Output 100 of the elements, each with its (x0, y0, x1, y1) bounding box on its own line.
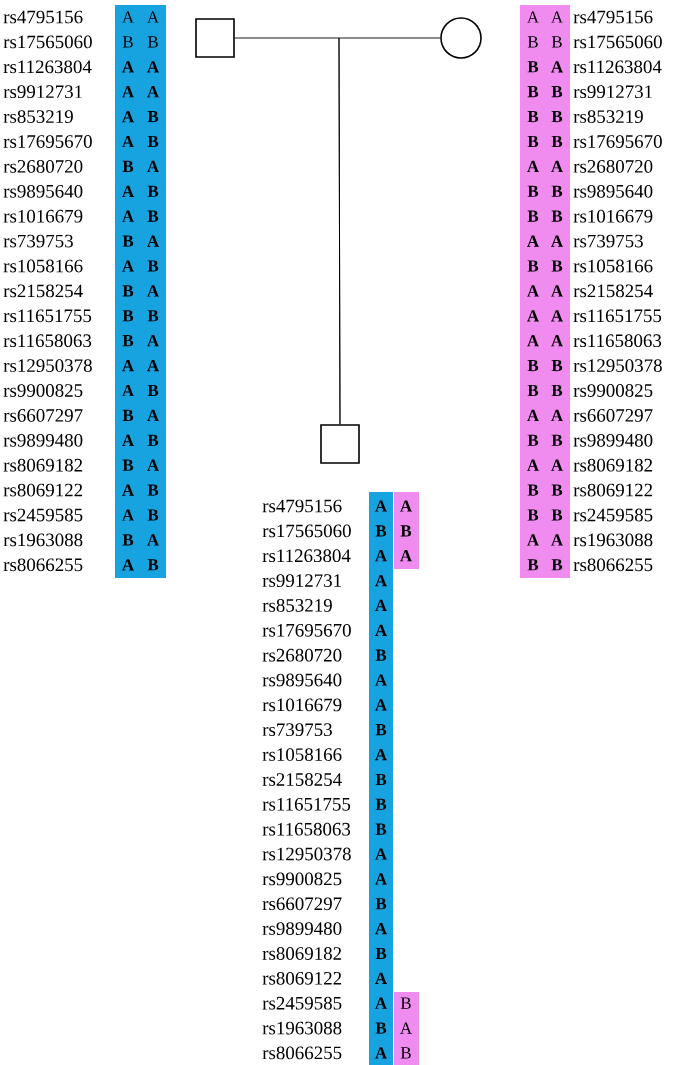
allele-letter: B (122, 534, 134, 546)
allele-letter: B (147, 135, 159, 148)
allele-letter: A (375, 500, 387, 512)
snp-id: rs1016679 (573, 209, 653, 223)
allele-letter: A (551, 534, 563, 546)
allele-letter: B (551, 260, 563, 272)
allele-letter: B (122, 160, 134, 172)
snp-id: rs17695670 (573, 135, 662, 148)
snp-id: rs1058166 (3, 259, 83, 273)
allele-letter: A (551, 310, 563, 322)
allele-letter: A (400, 550, 412, 562)
snp-id: rs9899480 (262, 922, 342, 935)
allele-letter: A (375, 699, 387, 711)
snp-id: rs17565060 (3, 35, 92, 49)
allele-letter: A (400, 1022, 412, 1034)
allele-letter: B (551, 210, 563, 222)
allele-letter: A (527, 285, 539, 297)
allele-letter: A (122, 11, 134, 23)
allele-letter: B (147, 559, 159, 571)
allele-letter: A (122, 484, 134, 496)
snp-id: rs12950378 (3, 359, 92, 372)
allele-letter: B (551, 111, 563, 123)
allele-letter: B (551, 86, 563, 98)
allele-letter: A (375, 674, 387, 686)
snp-id: rs11651755 (262, 797, 351, 811)
snp-id: rs9900825 (573, 384, 653, 397)
allele-letter: A (122, 434, 134, 446)
snp-id: rs2158254 (573, 284, 653, 298)
snp-id: rs8066255 (3, 558, 83, 572)
allele-letter: A (527, 335, 539, 347)
allele-letter: B (551, 484, 563, 496)
snp-id: rs1058166 (573, 259, 653, 273)
snp-id: rs9895640 (573, 184, 653, 198)
allele-letter: B (147, 384, 159, 397)
allele-letter: A (551, 285, 563, 297)
snp-id: rs9895640 (3, 184, 83, 198)
snp-id: rs2680720 (3, 160, 83, 173)
snp-id: rs12950378 (262, 847, 351, 861)
snp-id: rs11651755 (3, 309, 92, 323)
snp-id: rs6607297 (262, 897, 342, 911)
snp-id: rs4795156 (262, 499, 342, 513)
snp-id: rs17695670 (262, 623, 351, 637)
snp-id: rs2158254 (3, 284, 83, 298)
allele-letter: A (147, 360, 159, 372)
snp-id: rs4795156 (573, 10, 653, 24)
allele-letter: A (527, 235, 539, 247)
allele-letter: B (147, 111, 159, 123)
snp-id: rs9912731 (262, 574, 341, 587)
allele-letter: A (147, 11, 159, 23)
allele-letter: B (147, 484, 159, 496)
allele-letter: B (527, 36, 538, 48)
allele-letter: A (122, 559, 134, 571)
allele-letter: A (527, 409, 539, 421)
snp-id: rs9899480 (573, 433, 653, 447)
snp-id: rs11658063 (573, 334, 662, 348)
allele-letter: B (147, 36, 158, 48)
male-square (320, 424, 360, 464)
allele-letter: A (122, 185, 134, 197)
allele-letter: A (375, 972, 387, 984)
snp-id: rs9900825 (3, 384, 83, 397)
snp-id: rs11263804 (3, 60, 92, 74)
allele-letter: A (551, 11, 563, 23)
allele-letter: A (147, 459, 159, 471)
allele-letter: A (147, 534, 159, 546)
allele-letter: B (527, 135, 539, 148)
snp-id: rs17695670 (3, 135, 92, 148)
allele-letter: A (375, 997, 387, 1009)
allele-letter: A (375, 550, 387, 562)
snp-id: rs2680720 (573, 160, 653, 173)
snp-id: rs17565060 (262, 524, 351, 538)
allele-letter: A (375, 923, 387, 935)
snp-id: rs739753 (262, 723, 332, 737)
snp-id: rs2158254 (262, 773, 342, 786)
allele-letter: B (527, 210, 539, 222)
allele-letter: A (122, 61, 134, 73)
snp-id: rs6607297 (573, 409, 653, 422)
allele-letter: B (147, 310, 159, 322)
allele-letter: A (551, 160, 563, 172)
allele-letter: A (122, 384, 134, 397)
allele-letter: A (375, 848, 387, 860)
allele-letter: B (527, 185, 539, 197)
allele-letter: B (527, 434, 539, 446)
allele-letter: B (122, 409, 134, 421)
snp-id: rs739753 (573, 234, 643, 248)
snp-id: rs2680720 (262, 648, 342, 662)
allele-letter: B (551, 135, 563, 148)
snp-id: rs1963088 (573, 533, 653, 547)
allele-letter: A (551, 459, 563, 471)
allele-letter: B (527, 384, 539, 397)
snp-id: rs11263804 (262, 549, 351, 563)
allele-letter: A (551, 335, 563, 347)
allele-letter: B (400, 525, 412, 537)
allele-letter: B (551, 185, 563, 197)
allele-letter: B (147, 434, 159, 446)
allele-letter: A (400, 500, 412, 512)
snp-id: rs8069182 (573, 458, 653, 472)
allele-letter: A (527, 310, 539, 322)
allele-letter: B (375, 525, 387, 537)
allele-letter: B (375, 724, 387, 736)
snp-id: rs8069182 (3, 458, 83, 472)
